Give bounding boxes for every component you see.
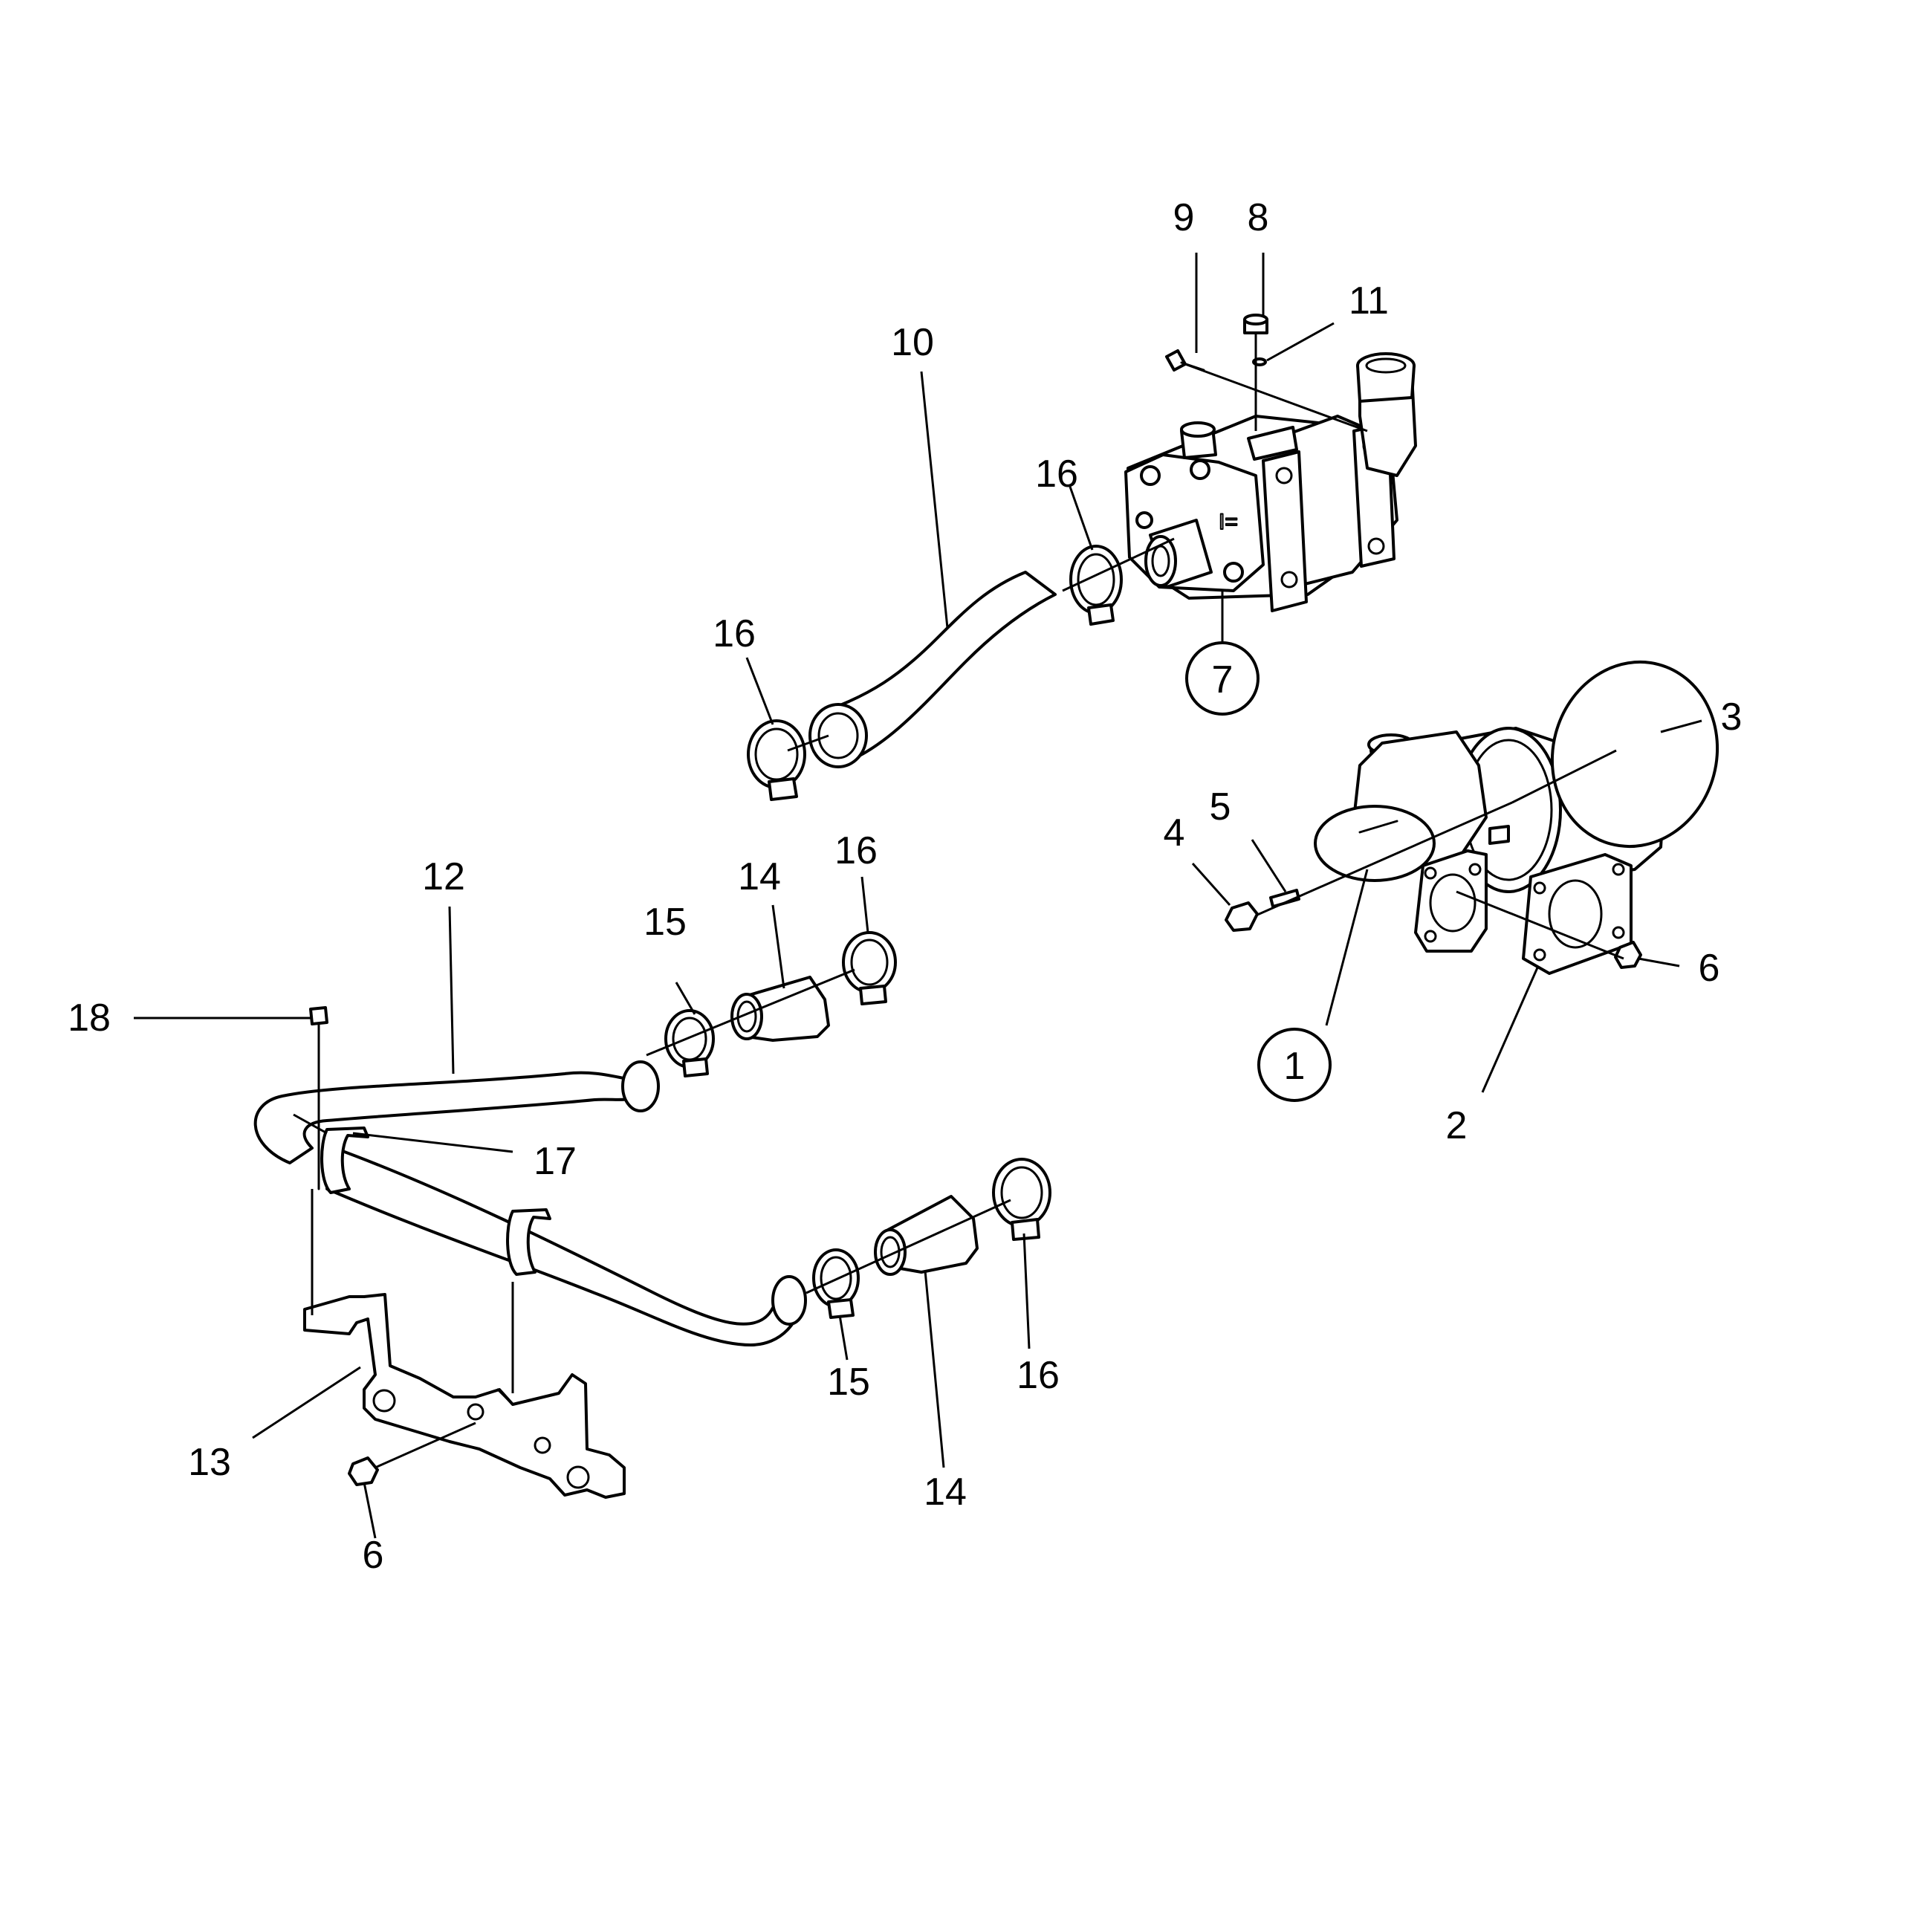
callout-7: 7: [1212, 658, 1234, 701]
callout-5: 5: [1210, 785, 1231, 829]
stud-5: [1269, 889, 1300, 908]
callout-16-top: 16: [1035, 453, 1078, 496]
callout-10: 10: [891, 321, 934, 364]
callout-circle-1: [1257, 1028, 1332, 1102]
hose-10: [808, 571, 1057, 768]
callout-4: 4: [1164, 811, 1185, 855]
mounting-bracket-13: [303, 1293, 626, 1499]
hose-clamp-16-left: [747, 719, 806, 801]
nut-4: [1225, 901, 1259, 932]
circulation-pump: [1314, 727, 1666, 953]
callout-15-lower: 15: [827, 1361, 870, 1404]
callout-6-lower: 6: [363, 1534, 384, 1577]
callout-16-mid: 16: [834, 829, 878, 872]
coolant-pipe: [320, 1127, 807, 1346]
hose-12: [253, 1060, 660, 1164]
hose-connector-14-lower: [874, 1195, 979, 1276]
svg-text:I=: I=: [1219, 510, 1238, 534]
bolt-6-right: [1614, 941, 1642, 969]
callout-2: 2: [1446, 1104, 1468, 1147]
callout-9: 9: [1173, 196, 1195, 239]
callout-circle-7: [1185, 641, 1260, 716]
nut-8: [1243, 314, 1268, 334]
assembly-axis-lines: [293, 333, 1624, 1469]
callout-8: 8: [1248, 196, 1269, 239]
bolt-9: [1165, 349, 1205, 372]
hose-clamp-16-mid: [842, 931, 897, 1005]
callout-14-lower: 14: [924, 1471, 967, 1514]
callout-16-left: 16: [713, 612, 756, 655]
callout-12: 12: [422, 855, 465, 898]
callout-11: 11: [1349, 279, 1389, 322]
gasket-2: [1522, 853, 1633, 975]
callout-leaders: [134, 253, 1702, 1539]
callout-13: 13: [188, 1441, 231, 1484]
seawater-pump-assembly: I=: [1124, 352, 1417, 612]
hose-clamp-16-lower: [992, 1158, 1051, 1241]
callout-6-right: 6: [1699, 947, 1720, 990]
callout-1: 1: [1284, 1045, 1306, 1088]
callout-17: 17: [534, 1140, 577, 1183]
callout-labels: 1 2 3 4 5 6 6 7 8 9 10 11 12 13 14 14 15…: [68, 196, 1742, 1577]
bolt-18: [309, 1006, 328, 1190]
hose-connector-14-upper: [730, 976, 830, 1042]
hose-clamp-15-lower: [812, 1248, 860, 1319]
o-ring-3: [1550, 660, 1719, 849]
callout-14-upper: 14: [738, 855, 781, 898]
callout-18: 18: [68, 996, 111, 1040]
callout-15-upper: 15: [644, 901, 687, 944]
hose-clamp-15-upper: [664, 1009, 715, 1077]
callout-3: 3: [1721, 696, 1743, 739]
hose-clamp-16-upper: [1069, 545, 1123, 626]
callout-16-lower: 16: [1017, 1354, 1060, 1397]
bolt-6-lower: [348, 1456, 379, 1486]
